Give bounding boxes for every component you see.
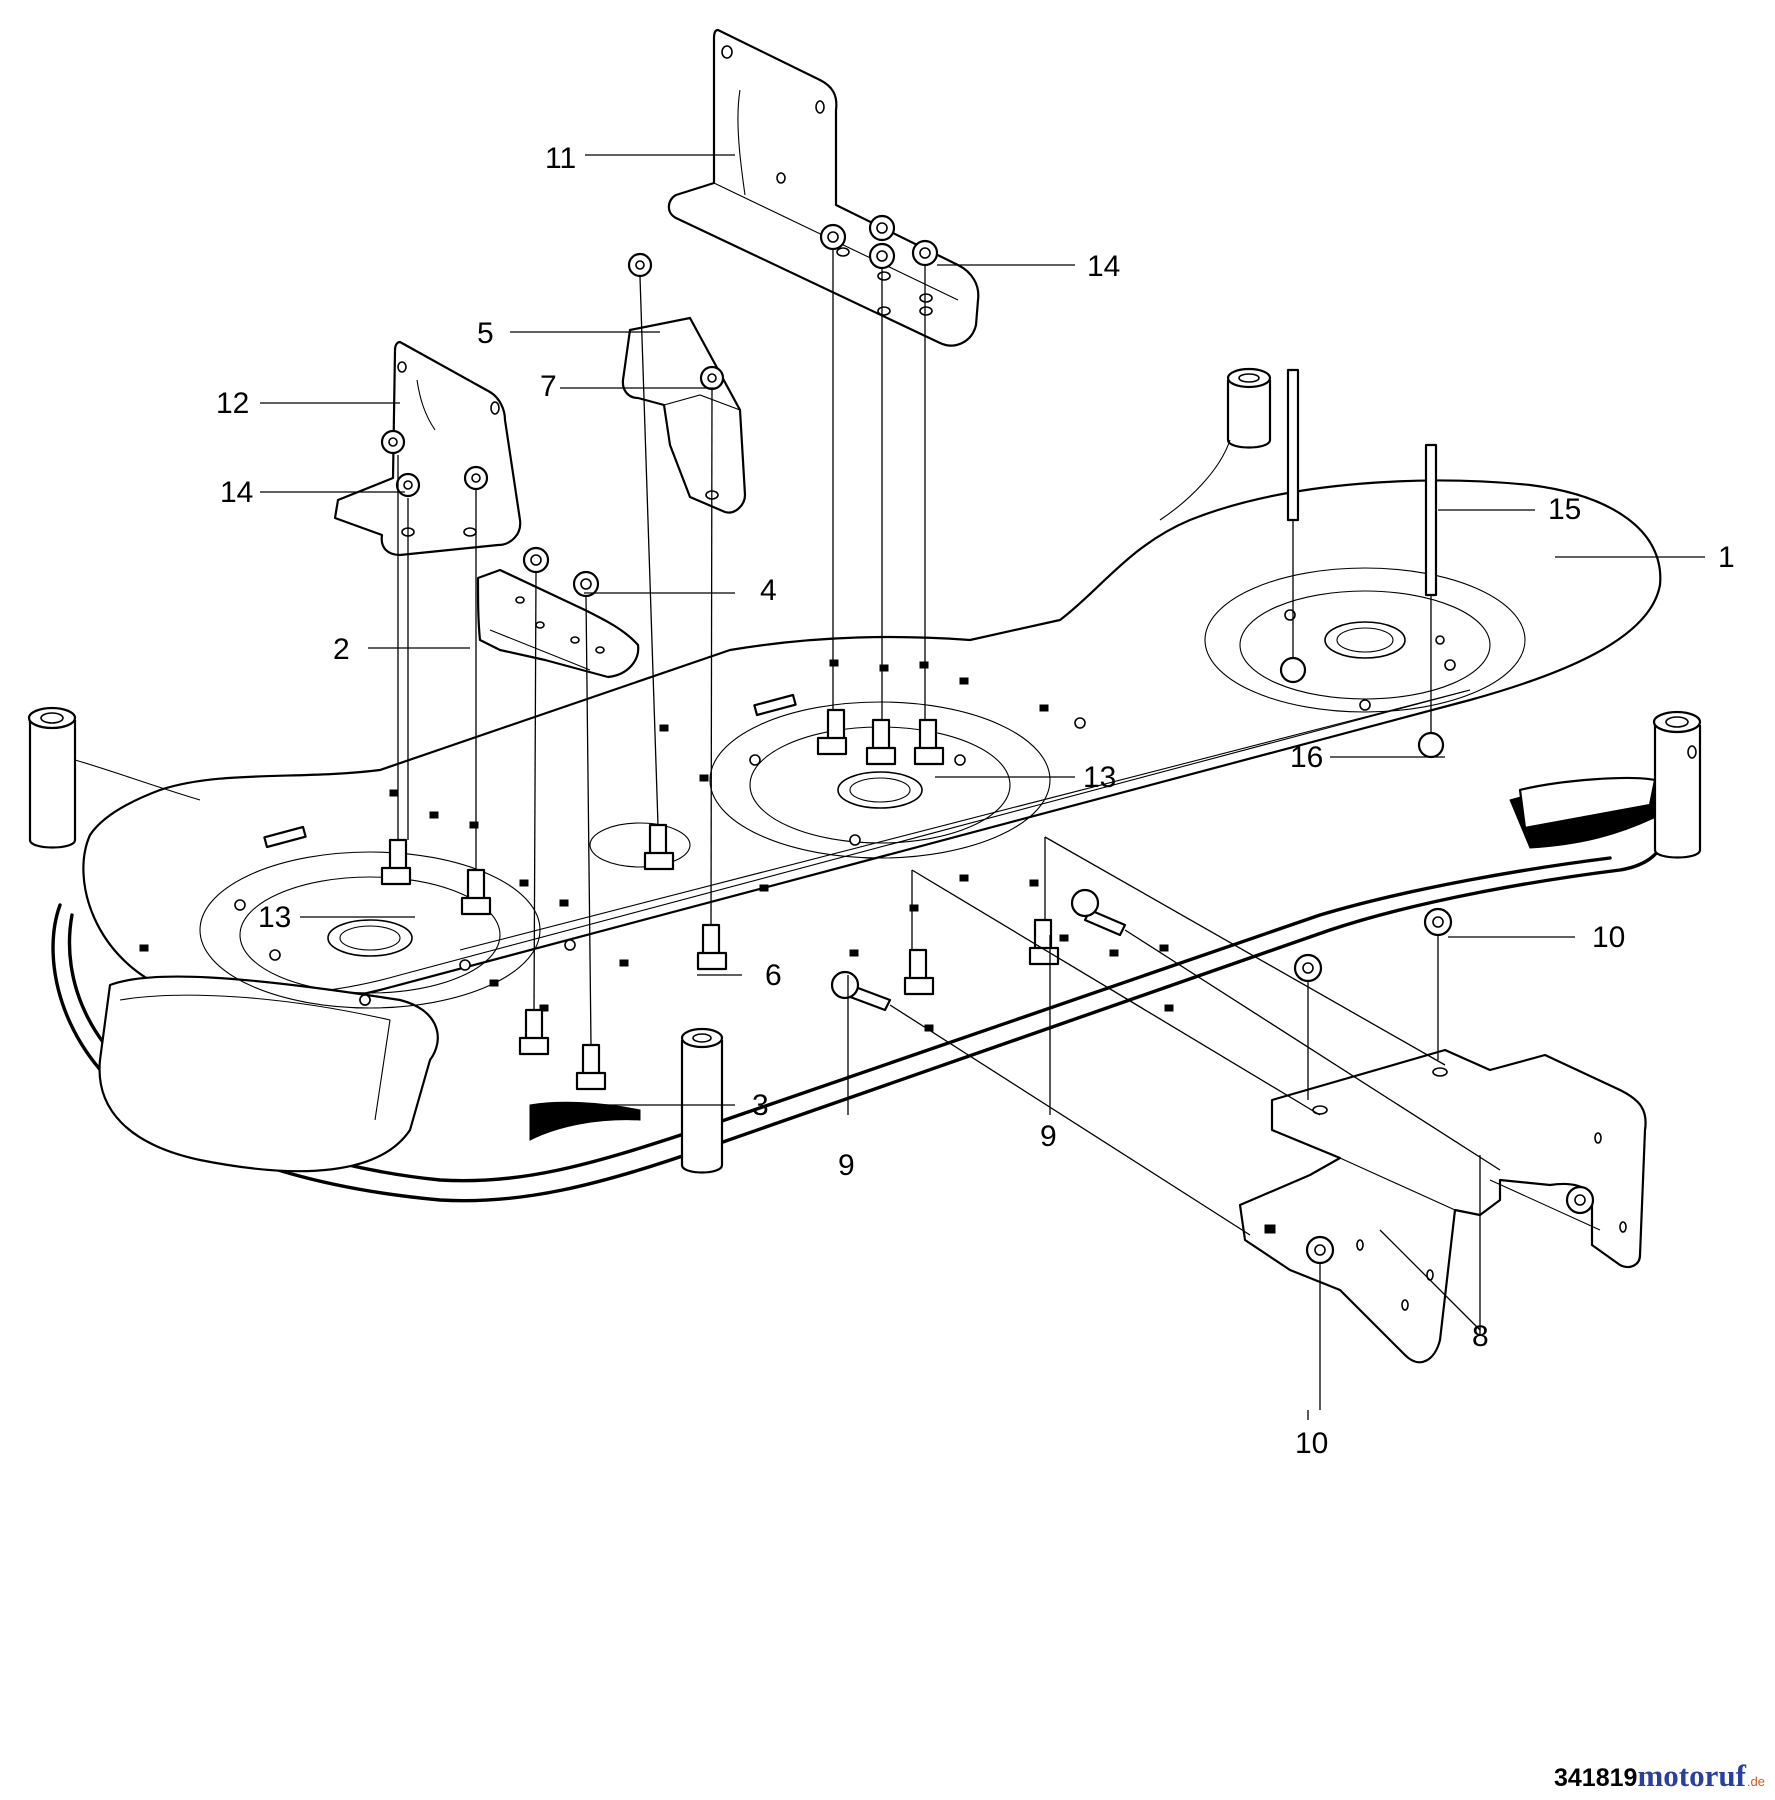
deck-square-holes [139, 659, 1174, 1032]
right-spindle-area [1204, 567, 1526, 713]
leader-lines [260, 154, 1705, 1420]
bracket-11-nuts [819, 214, 939, 270]
deck-round-holes [234, 609, 1456, 1006]
left-spindle-area [199, 851, 541, 1009]
deck-slot [263, 825, 307, 849]
callout-1: 1 [1718, 541, 1735, 574]
watermark-tld: .de [1746, 1774, 1765, 1789]
assembly-lines [397, 250, 1501, 1410]
pivot-bracket-2 [476, 546, 640, 679]
callout-3: 3 [752, 1089, 769, 1122]
deck-slot [753, 693, 797, 717]
callout-10-upper: 10 [1592, 921, 1625, 954]
callout-11: 11 [545, 142, 576, 175]
callout-13-left: 13 [258, 901, 291, 934]
diagram-footer: 341819 motoruf .de [1554, 1758, 1765, 1800]
callout-14-left: 14 [220, 476, 253, 509]
left-hanger-bracket-12 [333, 340, 522, 557]
rear-hanger-bracket-5 [621, 252, 747, 514]
watermark-logo: motoruf [1637, 1758, 1746, 1793]
callout-8: 8 [1472, 1320, 1489, 1353]
callout-4: 4 [760, 574, 777, 607]
callout-12: 12 [216, 387, 249, 420]
callout-14-top: 14 [1087, 250, 1120, 283]
callout-2: 2 [333, 633, 350, 666]
callout-5: 5 [477, 317, 494, 350]
center-spindle-area [709, 701, 1051, 859]
rear-top-post [1159, 367, 1272, 521]
flange-nuts-10 [1293, 907, 1453, 983]
callout-9-right: 9 [1040, 1120, 1057, 1153]
callout-10-lower: 10 [1295, 1427, 1328, 1460]
front-center-post [680, 1027, 724, 1174]
callout-16: 16 [1290, 741, 1323, 774]
left-rear-post [27, 706, 201, 849]
callout-7: 7 [540, 370, 557, 403]
callout-13-center: 13 [1083, 761, 1116, 794]
idler-boss [589, 822, 691, 868]
front-hanger-bracket-11 [667, 28, 980, 347]
callout-9-left: 9 [838, 1149, 855, 1182]
carriage-bolts [380, 708, 1127, 1091]
front-bracket-8 [1238, 1048, 1647, 1364]
callout-15: 15 [1548, 493, 1581, 526]
right-rear-post [1652, 710, 1702, 859]
callout-labels: 1 2 3 4 5 6 7 8 9 9 10 10 11 12 13 13 14… [216, 142, 1735, 1460]
callout-6: 6 [765, 959, 782, 992]
drawing-number: 341819 [1554, 1764, 1638, 1792]
